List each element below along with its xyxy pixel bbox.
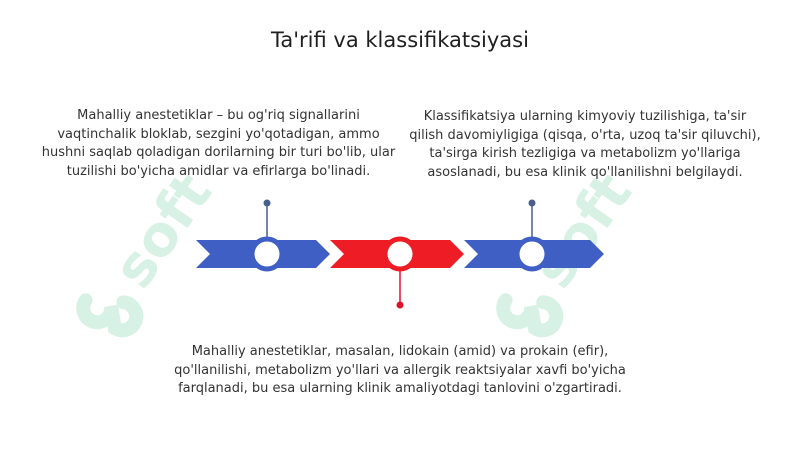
slide-title: Ta'rifi va klassifikatsiyasi <box>271 28 529 52</box>
connector-1 <box>263 199 271 238</box>
watermark-text-left: soft <box>101 162 225 300</box>
text-block-classification: Klassifikatsiya ularning kimyoviy tuzili… <box>409 109 761 180</box>
milestone-marker-3 <box>514 236 550 272</box>
milestone-marker-2 <box>382 236 418 272</box>
watermark-left: soft <box>76 162 225 338</box>
text-block-examples: Mahalliy anestetiklar, masalan, lidokain… <box>174 344 626 396</box>
watermark-text-right: soft <box>521 162 645 300</box>
milestone-marker-1 <box>249 236 285 272</box>
connector-2 <box>396 270 404 309</box>
text-block-definition: Mahalliy anestetiklar – bu og'riq signal… <box>41 108 396 179</box>
connector-3 <box>528 199 536 238</box>
